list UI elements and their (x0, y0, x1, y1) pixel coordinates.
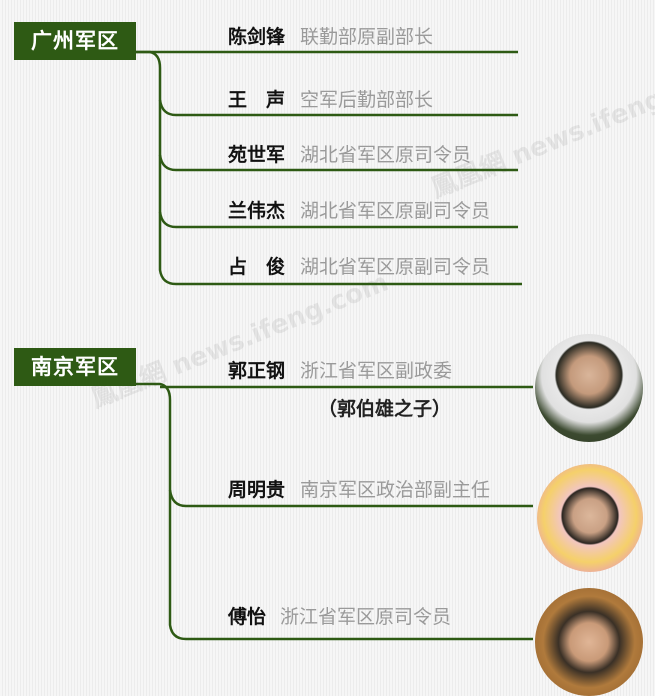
person-row: 王 声空军后勤部部长 (228, 89, 433, 111)
person-title: 湖北省军区原副司令员 (300, 200, 491, 222)
tree-lines (136, 50, 533, 641)
branch-line (158, 99, 518, 117)
person-name: 苑世军 (228, 144, 286, 166)
branch-line (168, 489, 533, 508)
branch-line (136, 382, 533, 641)
person-row: 郭正钢浙江省军区副政委 (228, 360, 452, 382)
branch-trunk (136, 50, 522, 286)
branch-line (158, 154, 518, 172)
person-row: 陈剑锋联勤部原副部长 (228, 26, 433, 48)
branch-line (158, 211, 518, 229)
portrait-photo (535, 588, 643, 696)
person-row: 苑世军湖北省军区原司令员 (228, 144, 471, 166)
person-name: 兰伟杰 (228, 200, 286, 222)
person-row: 周明贵南京军区政治部副主任 (228, 479, 490, 501)
portrait-photo (535, 334, 643, 442)
person-name: 傅怡 (228, 606, 267, 628)
region-label-guangzhou: 广州军区 (14, 22, 136, 60)
person-note: （郭伯雄之子） (318, 398, 452, 420)
person-row: 兰伟杰湖北省军区原副司令员 (228, 200, 490, 222)
portrait-photo (537, 464, 643, 572)
person-name: 陈剑锋 (228, 26, 286, 48)
person-name: 郭正钢 (228, 360, 286, 382)
person-name: 周明贵 (228, 479, 286, 501)
person-title: 联勤部原副部长 (300, 26, 434, 48)
person-title: 湖北省军区原司令员 (300, 144, 472, 166)
person-title: 湖北省军区原副司令员 (300, 256, 491, 278)
person-name: 占 俊 (228, 256, 286, 278)
region-label-nanjing: 南京军区 (14, 348, 136, 386)
person-title: 空军后勤部部长 (300, 89, 434, 111)
person-name: 王 声 (228, 89, 286, 111)
person-title: 浙江省军区原司令员 (280, 606, 452, 628)
person-row: 傅怡浙江省军区原司令员 (228, 606, 451, 628)
person-title: 南京军区政治部副主任 (300, 479, 491, 501)
person-title: 浙江省军区副政委 (300, 360, 453, 382)
person-row: 占 俊湖北省军区原副司令员 (228, 256, 490, 278)
